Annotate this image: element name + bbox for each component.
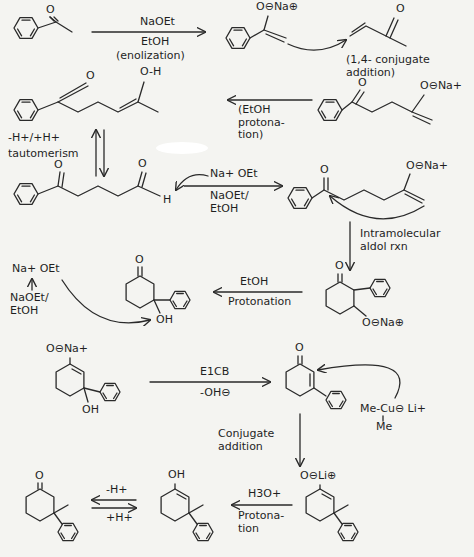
- lithium-enolate: [306, 485, 358, 541]
- structure-label: EtOH: [240, 276, 268, 289]
- enolate: [226, 16, 286, 48]
- structure-label: O⊖Na+: [420, 80, 462, 93]
- structure-label: O⊖Na+: [406, 160, 448, 173]
- structure-label: NaOEt: [140, 16, 175, 29]
- product-ketone: [26, 483, 78, 541]
- structure-label: (1,4- conjugate addition): [346, 54, 430, 79]
- structure-label: O: [135, 254, 144, 267]
- structure-label: O⊖Na⊕: [362, 317, 404, 330]
- structure-label: tautomerism: [8, 148, 79, 161]
- curved-arrow: [176, 175, 208, 190]
- structure-label: O: [396, 3, 405, 16]
- structure-label: O: [358, 77, 367, 90]
- structure-label: O⊖Na+: [46, 343, 88, 356]
- reaction-arrow: [214, 291, 302, 292]
- structure-label: H3O+: [248, 488, 281, 501]
- methyl-vinyl-ketone: [350, 18, 406, 46]
- structure-label: Intramolecular aldol rxn: [360, 228, 464, 253]
- equilibrium-arrow: [92, 499, 136, 500]
- structure-label: (EtOH protona- tion): [238, 104, 308, 142]
- structure-label: OH: [82, 404, 99, 417]
- enol-intermediate: [14, 82, 158, 120]
- structure-label: OH: [168, 469, 185, 482]
- reaction-arrow: [349, 222, 350, 270]
- structure-label: O-H: [140, 66, 161, 79]
- structure-label: Na+ OEt: [210, 168, 258, 181]
- enone: [286, 356, 346, 409]
- structure-label: Protona- tion: [238, 510, 290, 535]
- structure-label: O: [320, 164, 329, 177]
- structure-label: O⊖Li⊕: [300, 470, 336, 483]
- acetophenone: [14, 17, 72, 38]
- structure-label: E1CB: [200, 366, 229, 379]
- structure-label: -H+: [106, 484, 127, 497]
- structure-label: -H+/+H+: [8, 132, 60, 145]
- structure-label: OH: [156, 314, 173, 327]
- small-arrow: [31, 279, 32, 290]
- structure-label: EtOH: [141, 36, 169, 49]
- aldol-alcohol: [126, 267, 190, 313]
- structure-label: O⊖Na⊕: [256, 1, 298, 14]
- structure-label: +H+: [106, 512, 133, 525]
- structure-label: Conjugate addition: [218, 428, 294, 453]
- structure-label: (enolization): [116, 50, 185, 63]
- structure-label: O: [335, 260, 344, 273]
- structure-label: O: [46, 4, 55, 17]
- structure-label: NaOEt/ EtOH: [210, 190, 258, 215]
- structure-label: O: [54, 159, 63, 172]
- enol-product: [161, 484, 213, 541]
- curved-arrow: [62, 280, 150, 323]
- equilibrium-arrow: [95, 130, 96, 176]
- reaction-arrow: [299, 414, 300, 466]
- smudge: [156, 142, 208, 154]
- equilibrium-arrow: [103, 130, 104, 176]
- adduct-enolate: [318, 90, 432, 124]
- structure-label: Me: [376, 421, 392, 434]
- structure-label: -OH⊖: [200, 387, 230, 400]
- structure-label: Na+ OEt: [12, 263, 60, 276]
- enolate-alcohol: [56, 358, 120, 402]
- aldol-alkoxide: [326, 274, 390, 316]
- reaction-arrow: [150, 381, 270, 382]
- reaction-arrow: [184, 185, 282, 186]
- structure-label: NaOEt/ EtOH: [10, 292, 58, 317]
- curved-arrow: [330, 196, 424, 219]
- structure-label: O: [138, 158, 147, 171]
- curved-arrow: [318, 365, 400, 398]
- reaction-arrow: [92, 31, 205, 32]
- structure-label: Protonation: [228, 296, 291, 309]
- curved-arrow: [288, 40, 346, 50]
- structure-label: Me-Cu⊖ Li+: [360, 403, 426, 416]
- equilibrium-arrow: [92, 507, 136, 508]
- reaction-arrow: [228, 99, 312, 100]
- diketone: [14, 172, 160, 204]
- reaction-arrow: [232, 504, 292, 505]
- structure-label: O: [295, 342, 304, 355]
- structure-label: H: [163, 194, 171, 207]
- diketone-enolate: [288, 174, 424, 208]
- structure-label: O: [86, 70, 95, 83]
- structure-label: O: [35, 470, 44, 483]
